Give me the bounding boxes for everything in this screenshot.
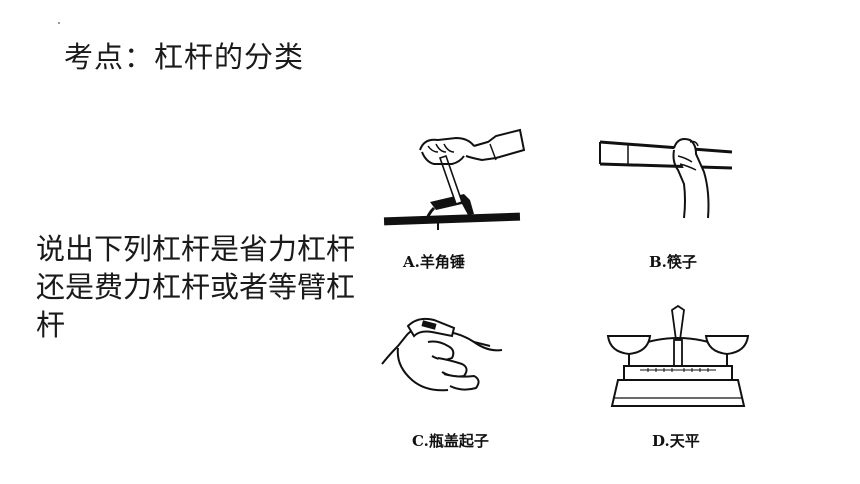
question-text: 说出下列杠杆是省力杠杆还是费力杠杆或者等臂杠杆 xyxy=(36,232,356,342)
figure-bottle-opener xyxy=(378,306,548,456)
balance-scale-icon xyxy=(606,304,750,407)
slide-marker-dot xyxy=(58,22,60,24)
page-title: 考点：杠杆的分类 xyxy=(64,40,305,74)
figure-chopsticks xyxy=(592,122,762,272)
chopsticks-icon xyxy=(599,138,733,219)
caption-chopsticks: B.筷子 xyxy=(649,253,697,271)
caption-balance-scale: D.天平 xyxy=(652,432,700,450)
figure-claw-hammer xyxy=(378,122,548,272)
caption-claw-hammer: A.羊角锤 xyxy=(403,253,465,271)
figure-balance-scale xyxy=(600,300,770,450)
bottle-opener-icon xyxy=(381,317,503,392)
claw-hammer-icon xyxy=(383,128,526,230)
caption-bottle-opener: C.瓶盖起子 xyxy=(412,432,489,450)
